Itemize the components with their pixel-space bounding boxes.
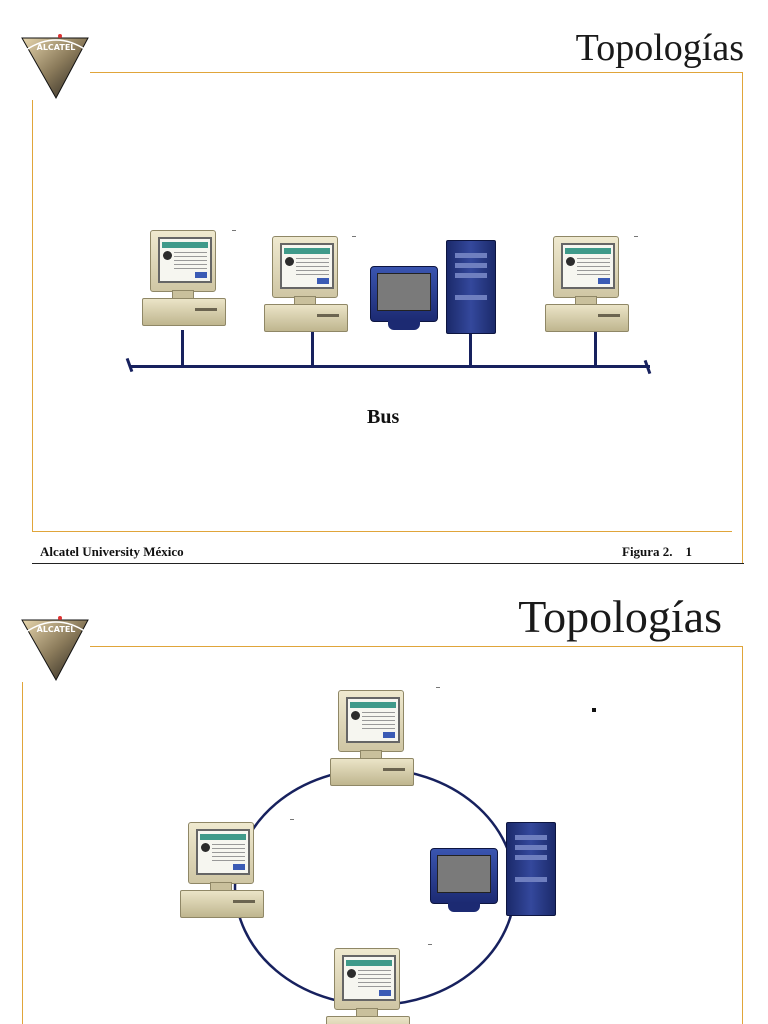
diagram-caption: Bus xyxy=(367,406,400,428)
workstation-icon xyxy=(264,236,348,348)
server-icon xyxy=(430,822,556,918)
stray-dot xyxy=(592,708,596,712)
bus-line xyxy=(130,365,650,368)
bus-drop xyxy=(181,330,184,366)
page-title: Topologías xyxy=(518,591,722,642)
footer-right: Figura 2. 1 xyxy=(622,544,693,559)
footer-divider xyxy=(32,563,744,564)
logo-text: ALCATEL xyxy=(37,625,76,634)
frame-top-border xyxy=(90,72,743,563)
workstation-icon xyxy=(180,822,264,934)
slide-bus-topology: ALCATEL Topologías Bus Alcatel Univer xyxy=(20,27,744,564)
bus-drop xyxy=(311,332,314,366)
frame-left-border xyxy=(22,682,23,1024)
server-icon xyxy=(370,240,496,336)
slide-ring-topology: ALCATEL Topologías xyxy=(0,572,768,1024)
frame-top-border xyxy=(90,646,743,1024)
workstation-icon xyxy=(326,948,410,1024)
logo-text: ALCATEL xyxy=(37,43,76,52)
frame-left-border xyxy=(32,100,33,532)
footer-left: Alcatel University México xyxy=(40,544,184,559)
workstation-icon xyxy=(142,230,226,342)
bus-drop xyxy=(594,332,597,366)
bus-drop xyxy=(469,328,472,366)
workstation-icon xyxy=(330,690,414,802)
page-title: Topologías xyxy=(575,27,744,69)
frame-bottom-border xyxy=(32,531,732,532)
alcatel-logo: ALCATEL xyxy=(20,28,90,100)
workstation-icon xyxy=(545,236,629,348)
alcatel-logo: ALCATEL xyxy=(20,610,90,682)
